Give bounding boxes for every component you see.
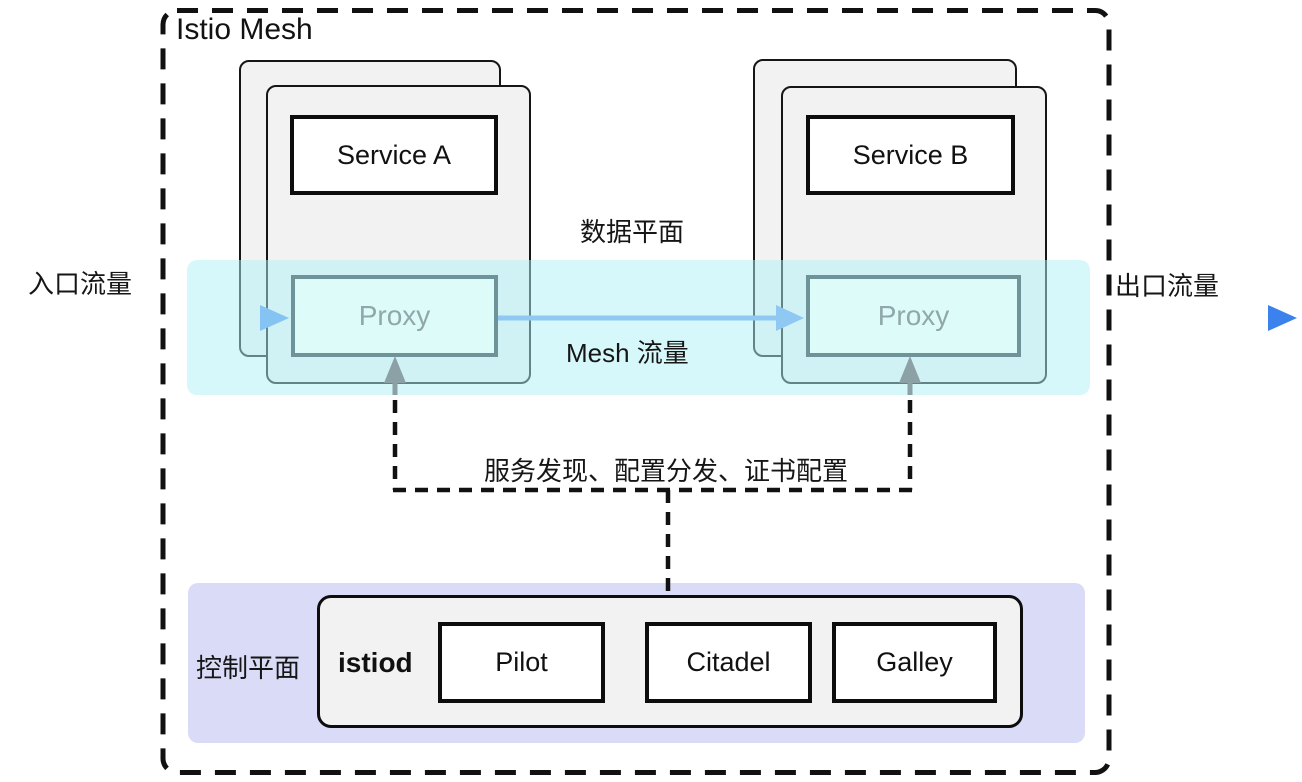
service-b-box: Service B [806,115,1015,195]
mesh-traffic-label: Mesh 流量 [566,338,689,368]
pilot-box: Pilot [438,622,605,703]
data-plane-label: 数据平面 [580,217,685,247]
control-plane-dashed-connector [392,400,913,593]
discovery-config-label: 服务发现、配置分发、证书配置 [484,456,849,486]
ingress-label: 入口流量 [28,269,133,299]
proxy-b-box: Proxy [806,275,1021,357]
citadel-label: Citadel [686,647,771,677]
proxy-a-box: Proxy [291,275,498,357]
egress-label: 出口流量 [1115,271,1220,301]
galley-box: Galley [832,622,997,703]
control-plane-label: 控制平面 [196,653,301,683]
service-b-label: Service B [852,139,969,170]
istiod-label: istiod [338,647,413,678]
citadel-box: Citadel [645,622,812,703]
galley-label: Galley [876,647,953,677]
service-a-box: Service A [290,115,498,195]
pilot-label: Pilot [495,647,548,677]
service-a-label: Service A [336,139,452,170]
proxy-b-label: Proxy [877,300,950,331]
proxy-a-label: Proxy [358,300,431,331]
istio-mesh-title: Istio Mesh [176,13,313,46]
